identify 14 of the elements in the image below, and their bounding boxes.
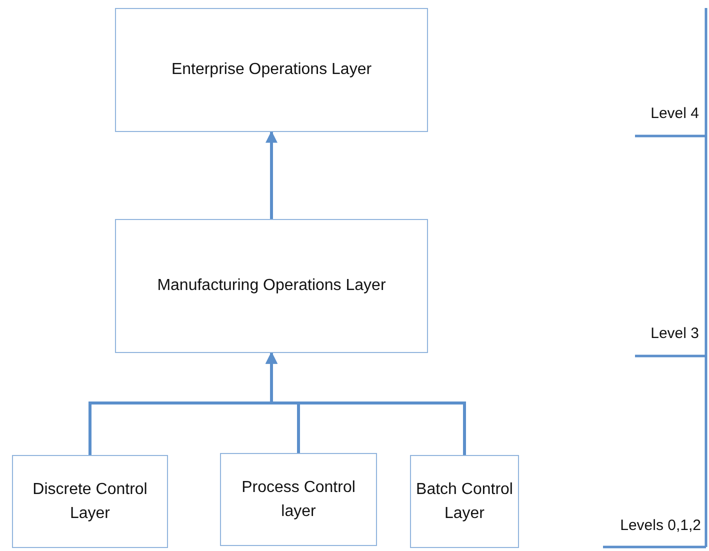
level-label: Level 4 [650,105,699,122]
layer-name: Discrete Control Layer [32,480,148,524]
layer-name: Process Control layer [240,478,356,522]
layer-box [115,8,428,132]
layer-box [12,455,168,548]
layer-name: Batch Control Layer [415,480,514,524]
layer-box [115,219,428,353]
layer-name: Enterprise Operations Layer [171,60,372,80]
layer-name: Manufacturing Operations Layer [157,276,386,296]
layer-box [410,455,519,548]
arrow [266,130,278,219]
level-label: Level 3 [650,325,699,342]
layer-box [220,453,377,546]
level-label: Levels 0,1,2 [620,517,701,534]
